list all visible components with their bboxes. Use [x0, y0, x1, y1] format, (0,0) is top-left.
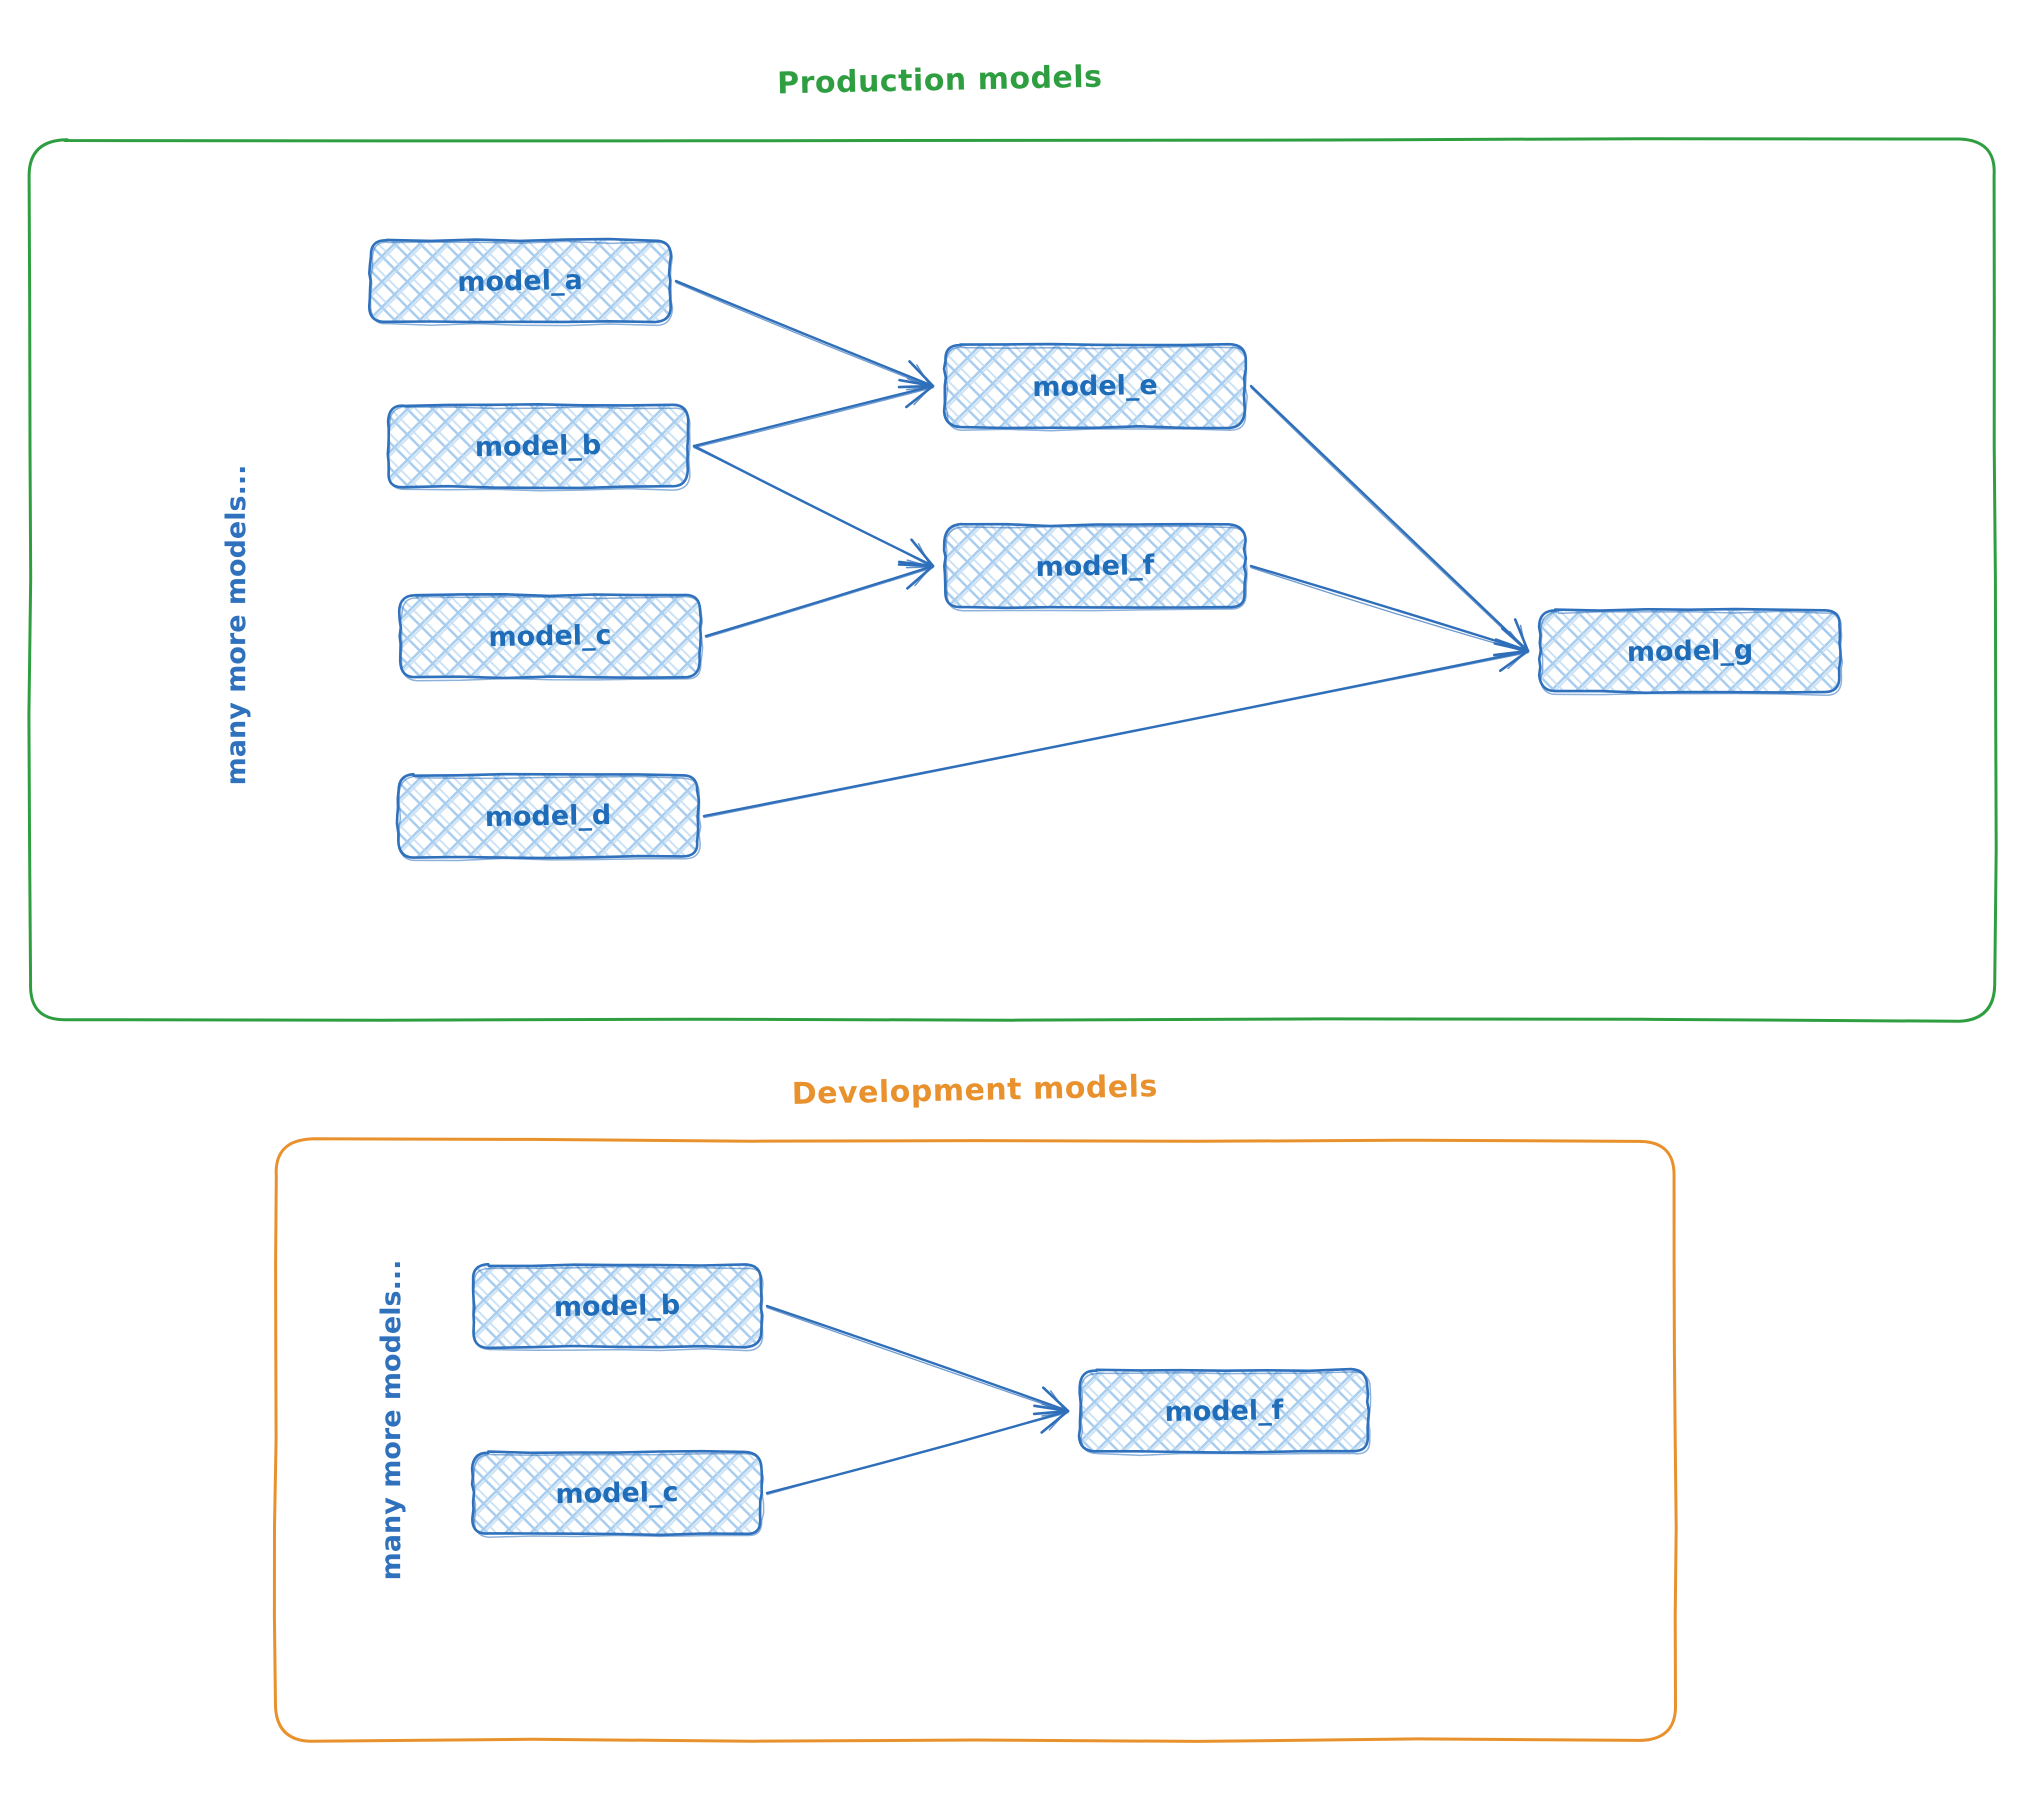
edge-line: [1249, 564, 1530, 653]
node-border: [397, 593, 703, 680]
edge-line: [704, 564, 935, 638]
node-border-echo: [369, 240, 674, 327]
node-border: [942, 342, 1248, 430]
node-p_model_f[interactable]: model_f: [942, 522, 1248, 612]
production-title: Production models: [777, 60, 1103, 102]
edge-line: [692, 384, 935, 448]
node-label: model_g: [1627, 635, 1754, 668]
group-border-development: [272, 1137, 1678, 1743]
node-border-echo: [944, 345, 1248, 432]
edge-p_model_b-to-p_model_e: [692, 377, 935, 449]
node-p_model_a[interactable]: model_a: [367, 237, 674, 327]
node-d_model_c[interactable]: model_c: [470, 1449, 765, 1538]
node-label: model_e: [1032, 370, 1158, 403]
node-border: [471, 1262, 764, 1350]
node-fill-cross: [399, 594, 701, 678]
edge-line: [765, 1304, 1070, 1413]
group-production: [27, 137, 1998, 1023]
group-border-production: [27, 137, 1998, 1023]
edge-line: [702, 649, 1530, 818]
edge-line-echo: [1250, 386, 1529, 654]
node-fill-cross: [387, 404, 689, 488]
edge-line: [1249, 384, 1530, 653]
production-side-note: many more models...: [221, 465, 252, 786]
node-label: model_a: [457, 265, 583, 298]
node-border: [1537, 607, 1842, 695]
edge-line-echo: [703, 651, 1529, 819]
edge-arrowhead-echo: [906, 377, 932, 406]
node-label: model_f: [1164, 1395, 1284, 1428]
edge-line-echo: [693, 446, 934, 569]
node-label: model_c: [555, 1477, 679, 1510]
node-fill-cross: [1079, 1369, 1369, 1453]
group-development: [272, 1137, 1678, 1743]
node-fill-cross: [944, 524, 1246, 608]
node-p_model_d[interactable]: model_d: [395, 772, 702, 862]
node-border-echo: [472, 1265, 765, 1352]
edge-p_model_b-to-p_model_f: [692, 444, 935, 569]
edge-arrowhead: [898, 378, 935, 409]
node-label: model_d: [485, 800, 612, 833]
edge-arrowhead-echo: [906, 559, 932, 587]
edge-arrowhead-echo: [1041, 1403, 1067, 1431]
node-border-echo: [945, 525, 1248, 612]
edge-line-echo: [766, 1306, 1069, 1414]
edge-arrowhead: [1033, 1404, 1070, 1434]
node-fill-cross: [473, 1264, 762, 1348]
edge-line: [674, 279, 935, 388]
edge-d_model_c-to-d_model_f: [765, 1403, 1070, 1496]
edge-line-echo: [705, 566, 934, 639]
node-fill-cross: [1539, 609, 1841, 693]
node-p_model_g[interactable]: model_g: [1537, 607, 1844, 697]
edge-p_model_c-to-p_model_f: [704, 559, 935, 639]
development-title: Development models: [791, 1069, 1158, 1112]
node-border-echo: [1539, 610, 1844, 697]
node-fill-cross: [944, 344, 1246, 428]
edge-arrowhead-echo: [1502, 641, 1527, 670]
edge-p_model_a-to-p_model_e: [674, 279, 935, 391]
node-border-echo: [1080, 1371, 1372, 1457]
edge-line-echo: [1250, 566, 1529, 654]
node-p_model_c[interactable]: model_c: [397, 593, 704, 682]
node-fill-cross: [397, 774, 699, 858]
node-border-echo: [399, 595, 704, 682]
node-label: model_b: [554, 1290, 681, 1323]
node-d_model_f[interactable]: model_f: [1077, 1367, 1372, 1457]
edge-p_model_d-to-p_model_g: [702, 641, 1530, 819]
edge-line-echo: [766, 1411, 1069, 1496]
node-border-echo: [472, 1453, 765, 1538]
node-label: model_c: [488, 620, 612, 653]
node-p_model_b[interactable]: model_b: [386, 403, 691, 492]
node-border: [395, 772, 701, 860]
node-border-echo: [387, 405, 691, 492]
node-border-echo: [397, 775, 702, 862]
node-d_model_b[interactable]: model_b: [471, 1262, 765, 1352]
edge-arrowhead: [1493, 642, 1530, 672]
node-label: model_b: [475, 430, 602, 463]
node-p_model_e[interactable]: model_e: [942, 342, 1248, 432]
edge-d_model_b-to-d_model_f: [765, 1304, 1070, 1417]
edge-p_model_e-to-p_model_g: [1249, 384, 1530, 654]
node-fill-cross: [472, 1451, 762, 1535]
node-fill-cross: [369, 239, 671, 323]
edge-line: [765, 1409, 1070, 1495]
node-border: [942, 522, 1248, 610]
development-side-note: many more models...: [376, 1260, 407, 1581]
edge-line-echo: [693, 386, 934, 449]
node-label: model_f: [1035, 550, 1155, 583]
edge-line-echo: [675, 281, 934, 389]
edge-arrowhead: [897, 560, 935, 590]
node-border: [386, 403, 690, 490]
